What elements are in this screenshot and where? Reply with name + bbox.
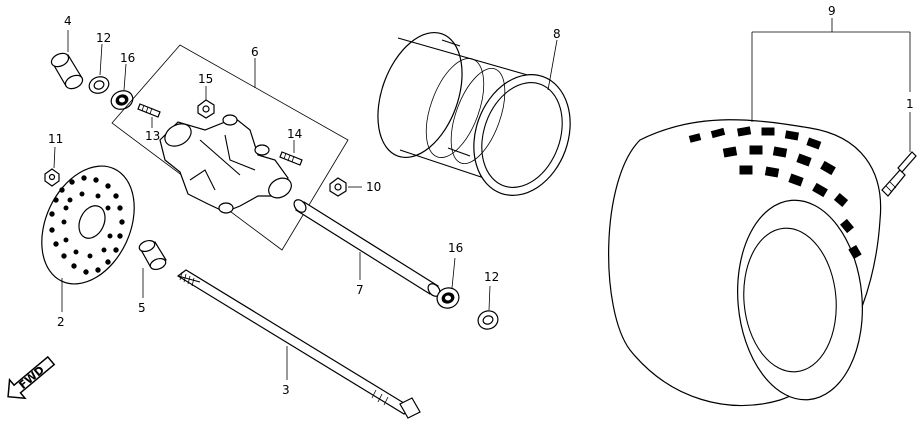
callout-6: 6 bbox=[251, 45, 259, 59]
part-4-collar bbox=[50, 52, 84, 90]
callout-1: 1 bbox=[906, 97, 914, 111]
callout-14: 14 bbox=[287, 127, 302, 141]
callout-12-top: 12 bbox=[96, 31, 111, 45]
part-16-bearing-lower bbox=[436, 287, 460, 309]
part-15-nut bbox=[197, 99, 215, 119]
part-12-bearing-lower bbox=[477, 310, 499, 330]
part-12-bearing-top bbox=[88, 76, 110, 94]
part-16-seal-top bbox=[110, 90, 134, 110]
callout-3: 3 bbox=[282, 383, 290, 397]
part-14-stud bbox=[279, 151, 303, 166]
callout-7: 7 bbox=[356, 283, 364, 297]
callout-15: 15 bbox=[198, 72, 213, 86]
tire-tread bbox=[688, 126, 862, 260]
callout-12-lower: 12 bbox=[484, 270, 499, 284]
part-6-hub bbox=[159, 114, 292, 214]
callout-11: 11 bbox=[48, 132, 63, 146]
callout-16-top: 16 bbox=[120, 51, 135, 65]
part-13-stud bbox=[137, 103, 161, 118]
callout-16-lower: 16 bbox=[448, 241, 463, 255]
callout-9: 9 bbox=[828, 4, 836, 18]
part-9-tire bbox=[608, 119, 882, 407]
part-7-distance-tube bbox=[293, 199, 441, 297]
part-11-nut bbox=[44, 168, 60, 187]
part-3-axle bbox=[176, 269, 421, 419]
part-2-brake-disc bbox=[41, 165, 135, 285]
part-5-collar bbox=[138, 239, 167, 271]
part-1-valve bbox=[881, 151, 917, 197]
callout-5: 5 bbox=[138, 301, 146, 315]
fwd-arrow-icon: FWD bbox=[7, 355, 56, 400]
part-10-nut bbox=[329, 177, 347, 197]
callout-2: 2 bbox=[57, 315, 65, 329]
callout-13: 13 bbox=[145, 129, 160, 143]
callout-10: 10 bbox=[366, 180, 381, 194]
callout-8: 8 bbox=[553, 27, 561, 41]
part-8-wheel-rim bbox=[377, 31, 571, 196]
callout-4: 4 bbox=[64, 14, 72, 28]
